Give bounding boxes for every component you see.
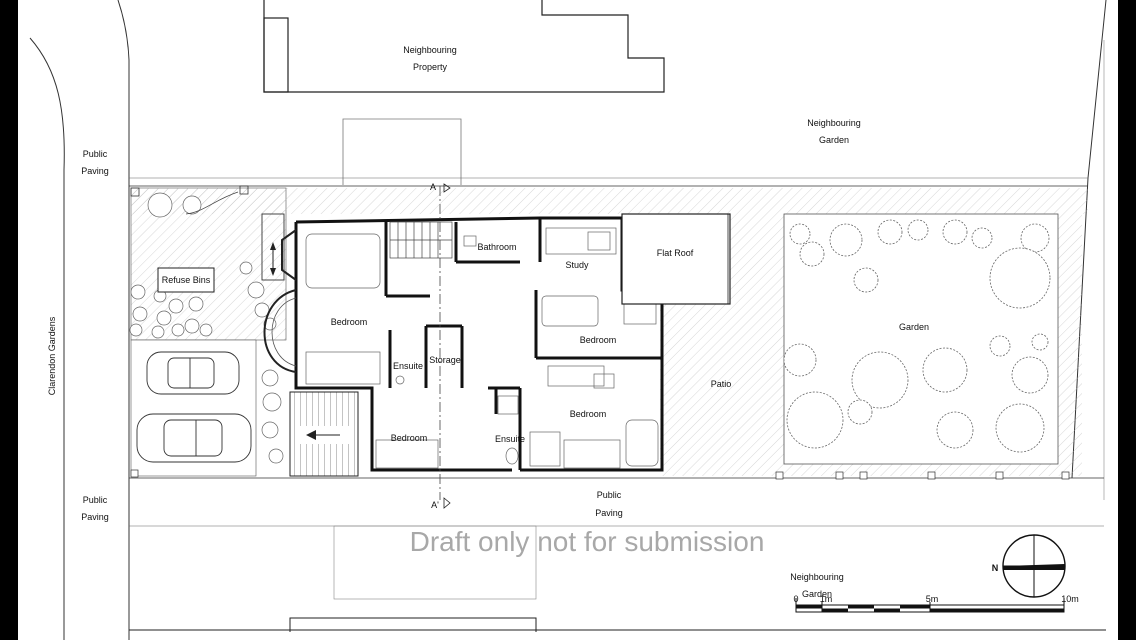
neighbouring-garden-label-2: Garden xyxy=(819,135,849,145)
public-paving-label: Public xyxy=(83,149,108,159)
public-paving-label-2: Paving xyxy=(81,166,109,176)
car-top xyxy=(146,351,240,395)
bay-window xyxy=(263,289,297,373)
front-porch xyxy=(281,229,297,281)
staircase xyxy=(389,221,453,259)
flat-roof-label: Flat Roof xyxy=(657,248,694,258)
public-paving-label-b: Public xyxy=(83,495,108,505)
section-marker-bottom xyxy=(443,497,451,509)
scale-ten: 10m xyxy=(1061,594,1079,604)
boundary-posts xyxy=(130,469,1070,480)
study-label: Study xyxy=(565,260,589,270)
draft-watermark: Draft only not for submission xyxy=(410,526,765,557)
public-paving-label-b-2: Paving xyxy=(81,512,109,522)
gate-post xyxy=(239,185,249,195)
porch-steps xyxy=(261,213,285,281)
scale-bar xyxy=(795,598,1065,613)
side-path-hatch xyxy=(131,188,1088,214)
opposite-building xyxy=(333,525,537,600)
car-bottom xyxy=(136,413,252,463)
bathroom-label: Bathroom xyxy=(477,242,516,252)
down-arrow xyxy=(270,268,276,276)
scale-zero: 0 xyxy=(793,594,798,604)
public-paving-bottom-label: Public xyxy=(597,490,622,500)
bedroom-front-label: Bedroom xyxy=(331,317,368,327)
bedroom-rear-right-label: Bedroom xyxy=(570,409,607,419)
curved-path xyxy=(185,191,239,215)
north-label: N xyxy=(992,563,999,573)
patio-label: Patio xyxy=(711,379,732,389)
bay-window-inner xyxy=(271,297,297,367)
ensuite-rear-label: Ensuite xyxy=(495,434,525,444)
front-shrubs xyxy=(129,192,284,464)
flat-roof xyxy=(621,213,731,305)
section-marker-top xyxy=(443,183,451,193)
furniture xyxy=(305,227,659,469)
neighbouring-property-outline xyxy=(263,0,665,93)
neighbouring-garden-bottom-label: Neighbouring xyxy=(790,572,844,582)
storage-label: Storage xyxy=(429,355,461,365)
scale-one: 1m xyxy=(820,594,833,604)
neighbouring-annex xyxy=(263,17,289,93)
section-label-top: A xyxy=(430,182,436,192)
garden-label: Garden xyxy=(899,322,929,332)
street-name: Clarendon Gardens xyxy=(47,316,57,395)
public-paving-bottom-label-2: Paving xyxy=(595,508,623,518)
scale-five: 5m xyxy=(926,594,939,604)
garden-trees xyxy=(783,219,1051,453)
bedroom-rear-left-label: Bedroom xyxy=(391,433,428,443)
refuse-bins-box xyxy=(157,267,215,293)
entrance-arrow-head xyxy=(306,430,316,440)
neighbouring-garden-label: Neighbouring xyxy=(807,118,861,128)
neighbouring-property-label-2: Property xyxy=(413,62,448,72)
up-arrow xyxy=(270,242,276,250)
neighbouring-property-label: Neighbouring xyxy=(403,45,457,55)
refuse-bins-label: Refuse Bins xyxy=(162,275,211,285)
bedroom-mid-right-label: Bedroom xyxy=(580,335,617,345)
north-arrow xyxy=(1002,534,1066,598)
driveway xyxy=(130,339,257,477)
corner-post xyxy=(130,187,140,197)
neighbour-extension-outline xyxy=(342,118,462,185)
road-kerb-curve xyxy=(29,37,65,640)
neighbouring-garden-bottom-label-2: Garden xyxy=(802,589,832,599)
road-edge-line xyxy=(117,0,130,640)
ensuite-front-label: Ensuite xyxy=(393,361,423,371)
section-label-bottom: A' xyxy=(431,500,439,510)
opposite-boundary xyxy=(289,617,537,632)
